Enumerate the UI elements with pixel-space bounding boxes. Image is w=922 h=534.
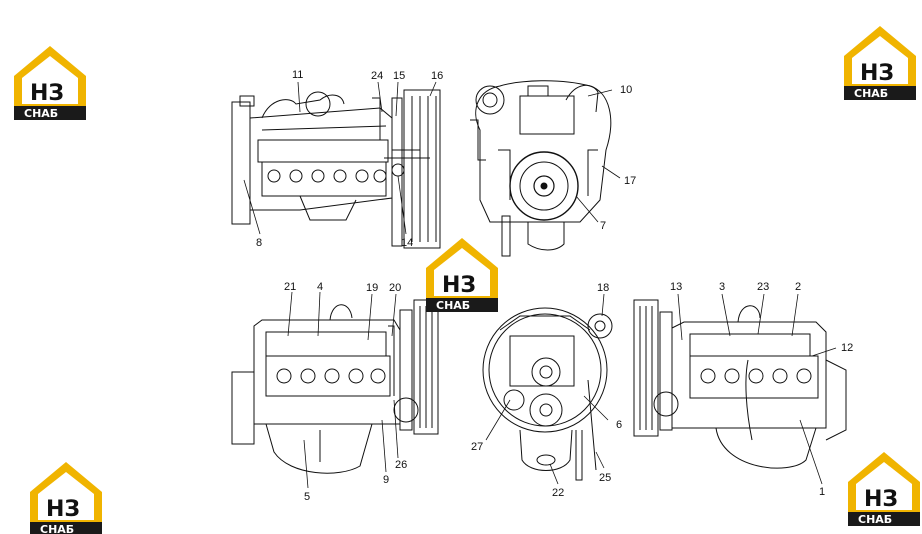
- logo-mark: НЗ: [864, 487, 898, 512]
- callout-11: 11: [292, 69, 303, 81]
- callout-10: 10: [620, 84, 632, 96]
- callout-18: 18: [597, 282, 609, 294]
- logo-mark: НЗ: [46, 497, 80, 522]
- logo-caption: СНАБ: [40, 523, 74, 534]
- callout-20: 20: [389, 282, 401, 294]
- engine-view-front-top: [470, 80, 612, 257]
- callout-4: 4: [317, 281, 323, 293]
- logo-mark: НЗ: [860, 61, 894, 86]
- callout-22: 22: [552, 487, 564, 499]
- engine-view-side-top: [231, 89, 441, 249]
- callout-labels: 11 24 15 16 8 14 10 17 7 21 4 19 20 5 9 …: [256, 69, 853, 503]
- callout-7: 7: [600, 220, 606, 232]
- logo-mark: НЗ: [442, 273, 476, 298]
- callout-27: 27: [471, 441, 483, 453]
- callout-17: 17: [624, 175, 636, 187]
- logo-caption: СНАБ: [436, 299, 470, 312]
- callout-9: 9: [383, 474, 389, 486]
- callout-3: 3: [719, 281, 725, 293]
- callout-2: 2: [795, 281, 801, 293]
- leader-lines: [243, 81, 837, 489]
- logo-bottom-right: НЗ СНАБ: [848, 452, 920, 526]
- logo-top-right: НЗ СНАБ: [844, 26, 916, 100]
- callout-8: 8: [256, 237, 262, 249]
- callout-14: 14: [401, 237, 413, 249]
- logo-top-left: НЗ СНАБ: [14, 46, 86, 120]
- callout-16: 16: [431, 70, 443, 82]
- callout-21: 21: [284, 281, 296, 293]
- engine-view-side-bottom-right: [633, 299, 847, 469]
- callout-19: 19: [366, 282, 378, 294]
- callout-5: 5: [304, 491, 310, 503]
- callout-26: 26: [395, 459, 407, 471]
- callout-13: 13: [670, 281, 682, 293]
- callout-23: 23: [757, 281, 769, 293]
- engine-view-rear-bottom: [482, 307, 613, 481]
- logo-caption: СНАБ: [854, 87, 888, 100]
- callout-15: 15: [393, 70, 405, 82]
- logo-caption: СНАБ: [24, 107, 58, 120]
- logo-center: НЗ СНАБ: [426, 238, 498, 312]
- callout-1: 1: [819, 486, 825, 498]
- callout-6: 6: [616, 419, 622, 431]
- callout-24: 24: [371, 70, 383, 82]
- logo-mark: НЗ: [30, 81, 64, 106]
- callout-25: 25: [599, 472, 611, 484]
- logo-caption: СНАБ: [858, 513, 892, 526]
- engine-view-side-bottom: [231, 299, 439, 474]
- callout-12: 12: [841, 342, 853, 354]
- logo-bottom-left: НЗ СНАБ: [30, 462, 102, 534]
